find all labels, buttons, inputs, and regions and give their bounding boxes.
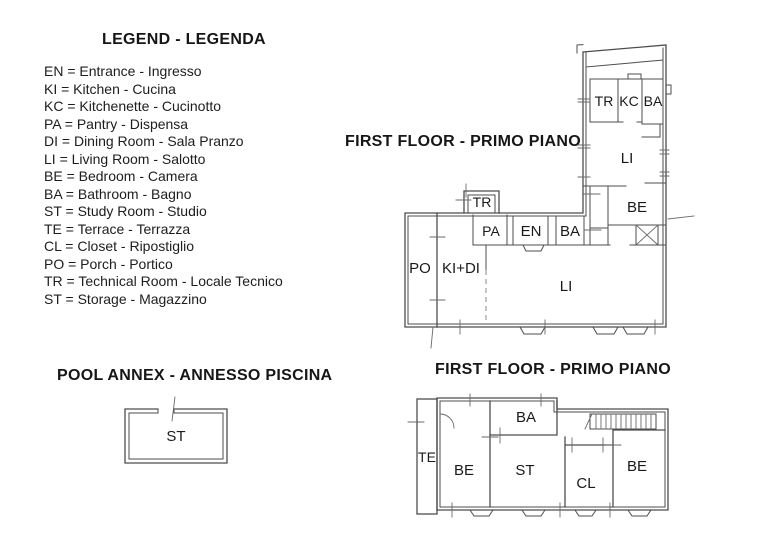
room-label-kidi: KI+DI xyxy=(442,260,480,277)
legend-item: PO = Porch - Portico xyxy=(44,255,173,272)
annex-plan-title: FIRST FLOOR - PRIMO PIANO xyxy=(435,361,671,378)
legend-item: DI = Dining Room - Sala Pranzo xyxy=(44,133,244,149)
room-label-st: ST xyxy=(515,462,534,479)
annex-floor-plan-drawing: TE BE BA ST CL BE xyxy=(407,393,669,518)
legend-item: BA = Bathroom - Bagno xyxy=(44,185,192,202)
room-label-storage: ST xyxy=(166,428,185,445)
room-label-ba-lo: BA xyxy=(560,223,580,240)
main-plan-title: FIRST FLOOR - PRIMO PIANO xyxy=(345,133,581,150)
legend-item: KC = Kitchenette - Cucinotto xyxy=(44,98,222,114)
room-label-tr-sm: TR xyxy=(473,194,492,210)
room-label-be: BE xyxy=(627,199,647,216)
room-label-tr: TR xyxy=(595,93,614,109)
legend-item: KI = Kitchen - Cucina xyxy=(44,80,176,97)
room-label-en: EN xyxy=(521,223,542,240)
legend-title: LEGEND - LEGENDA xyxy=(102,31,266,48)
room-label-li-up: LI xyxy=(621,150,634,167)
room-label-be-left: BE xyxy=(454,462,474,479)
room-label-ba: BA xyxy=(516,409,536,426)
legend-item: PA = Pantry - Dispensa xyxy=(44,115,189,132)
room-label-kc: KC xyxy=(619,93,638,109)
room-label-ba-up: BA xyxy=(644,93,663,109)
pool-annex-drawing: ST xyxy=(124,396,228,464)
main-floor-plan-drawing: TR KC BA LI BE TR PA EN BA PO KI+DI LI xyxy=(404,44,695,349)
room-label-te: TE xyxy=(418,449,436,465)
legend-item: TR = Technical Room - Locale Tecnico xyxy=(44,273,283,289)
legend-item: EN = Entrance - Ingresso xyxy=(44,63,202,79)
room-label-pa: PA xyxy=(482,223,500,239)
legend-item: LI = Living Room - Salotto xyxy=(44,150,206,167)
legend-list: EN = Entrance - Ingresso KI = Kitchen - … xyxy=(44,63,283,308)
legend-item: ST = Storage - Magazzino xyxy=(44,290,207,307)
legend-item: CL = Closet - Ripostiglio xyxy=(44,238,195,254)
room-label-be-right: BE xyxy=(627,458,647,475)
legend-item: ST = Study Room - Studio xyxy=(44,203,207,219)
legend-item: TE = Terrace - Terrazza xyxy=(44,220,191,237)
legend-item: BE = Bedroom - Camera xyxy=(44,168,198,184)
room-label-li-lo: LI xyxy=(560,278,573,295)
room-label-po: PO xyxy=(409,260,431,277)
room-label-cl: CL xyxy=(576,475,595,492)
pool-annex-title: POOL ANNEX - ANNESSO PISCINA xyxy=(57,367,333,384)
